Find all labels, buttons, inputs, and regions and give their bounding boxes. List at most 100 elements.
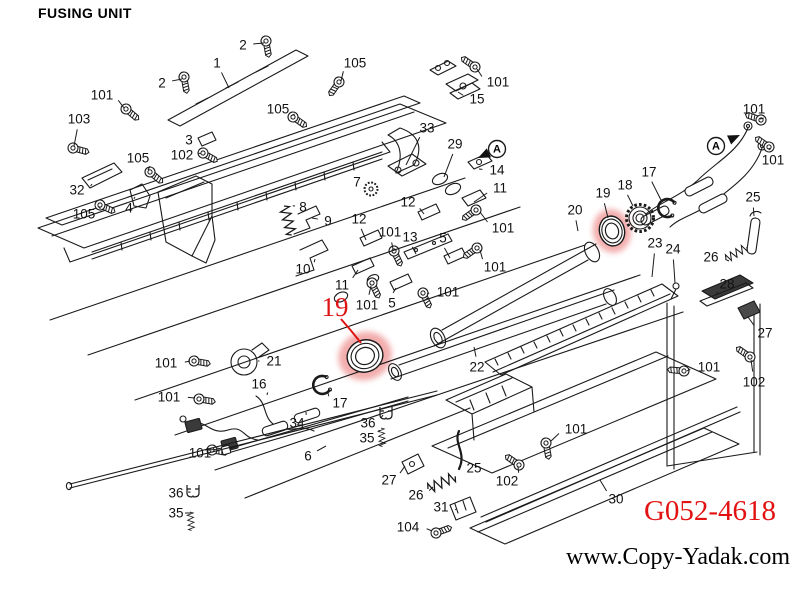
diagram-line (706, 136, 726, 156)
part-label-105: 105 (73, 207, 96, 222)
diagram-line (66, 141, 91, 158)
diagram-line (752, 132, 777, 155)
part-label-101: 101 (492, 221, 515, 236)
diagram-line (386, 243, 407, 269)
diagram-line (389, 273, 413, 291)
diagram-line (220, 444, 232, 456)
diagram-line (429, 522, 454, 540)
part-label-12: 12 (351, 212, 366, 227)
leader-line (759, 117, 764, 120)
part-label-7: 7 (353, 175, 361, 190)
diagram-line (195, 65, 269, 105)
diagram-line (49, 177, 466, 321)
part-label-26: 26 (408, 488, 423, 503)
leader-line (444, 247, 451, 259)
diagram-line (403, 233, 453, 260)
leader-line (752, 207, 755, 217)
leader-line (311, 217, 318, 220)
diagram-line (214, 311, 684, 471)
part-label-17: 17 (641, 165, 656, 180)
diagram-line (628, 206, 652, 230)
diagram-line (63, 141, 391, 263)
part-label-3: 3 (185, 133, 193, 148)
leader-line (428, 486, 434, 491)
part-label-21: 21 (266, 354, 281, 369)
part-label-17: 17 (332, 396, 347, 411)
part-label-102: 102 (743, 375, 766, 390)
leader-line (340, 71, 344, 82)
part-label-101: 101 (484, 260, 507, 275)
part-label-9: 9 (324, 214, 332, 229)
leader-line (221, 72, 230, 89)
leader-line (550, 433, 560, 442)
leader-line (426, 528, 433, 532)
part-label-101: 101 (155, 356, 178, 371)
diagram-line (502, 450, 527, 473)
diagram-line (417, 203, 441, 221)
diagram-line (670, 288, 677, 300)
leader-line (90, 183, 93, 187)
diagram-line (745, 123, 751, 129)
diagram-line: A (712, 141, 720, 153)
diagram-line (469, 427, 740, 545)
part-label-32: 32 (69, 183, 84, 198)
part-label-103: 103 (68, 112, 91, 127)
diagram-line (484, 283, 679, 376)
diagram-line (487, 139, 507, 159)
diagram-line (278, 204, 298, 237)
diagram-line (197, 131, 217, 147)
part-label-2: 2 (158, 76, 166, 91)
leader-line (419, 207, 425, 215)
leader-line (290, 113, 295, 117)
leader-line (405, 136, 421, 166)
diagram-line (184, 417, 203, 434)
part-code: G052-4618 (643, 495, 777, 527)
part-label-16: 16 (251, 377, 266, 392)
part-label-2: 2 (239, 38, 247, 53)
part-label-5: 5 (439, 231, 447, 246)
diagram-line (471, 386, 535, 441)
leader-line (147, 165, 151, 171)
part-label-101: 101 (189, 446, 212, 461)
diagram-line (431, 240, 437, 246)
part-label-1: 1 (213, 56, 221, 71)
diagram-line (413, 247, 419, 253)
diagram-line (635, 213, 645, 223)
diagram-line (408, 460, 416, 468)
leader-line (266, 392, 269, 396)
leader-line (187, 396, 196, 399)
diagram-line (45, 95, 421, 226)
highlighted-bushing (346, 339, 384, 373)
diagram-line (449, 496, 477, 521)
leader-line (360, 228, 367, 241)
diagram-line (387, 127, 420, 174)
diagram-line (632, 210, 648, 226)
part-label-104: 104 (397, 520, 420, 535)
part-label-11: 11 (493, 181, 507, 196)
diagram-line (350, 342, 380, 370)
leader-line (651, 181, 663, 203)
leader-line (454, 508, 457, 511)
marker-arrow (727, 135, 740, 145)
leader-line (476, 68, 483, 77)
leader-line (380, 414, 384, 419)
leader-line (725, 258, 730, 262)
leader-line (747, 316, 755, 327)
leader-line (599, 479, 608, 492)
part-label-33: 33 (419, 121, 434, 136)
diagram-line (174, 274, 641, 436)
diagram-line (444, 182, 462, 196)
leader-line (391, 242, 394, 250)
diagram-line (333, 291, 349, 303)
diagram-line (454, 500, 467, 514)
leader-line (443, 153, 454, 178)
part-label-101: 101 (565, 422, 588, 437)
leader-line (517, 466, 520, 473)
diagram-line (244, 407, 471, 499)
diagram-line: A (493, 144, 501, 156)
diagram-line (177, 70, 193, 95)
diagram-line (666, 451, 758, 467)
part-label-6: 6 (304, 449, 312, 464)
leader-line (672, 259, 676, 284)
part-label-34: 34 (289, 416, 305, 431)
